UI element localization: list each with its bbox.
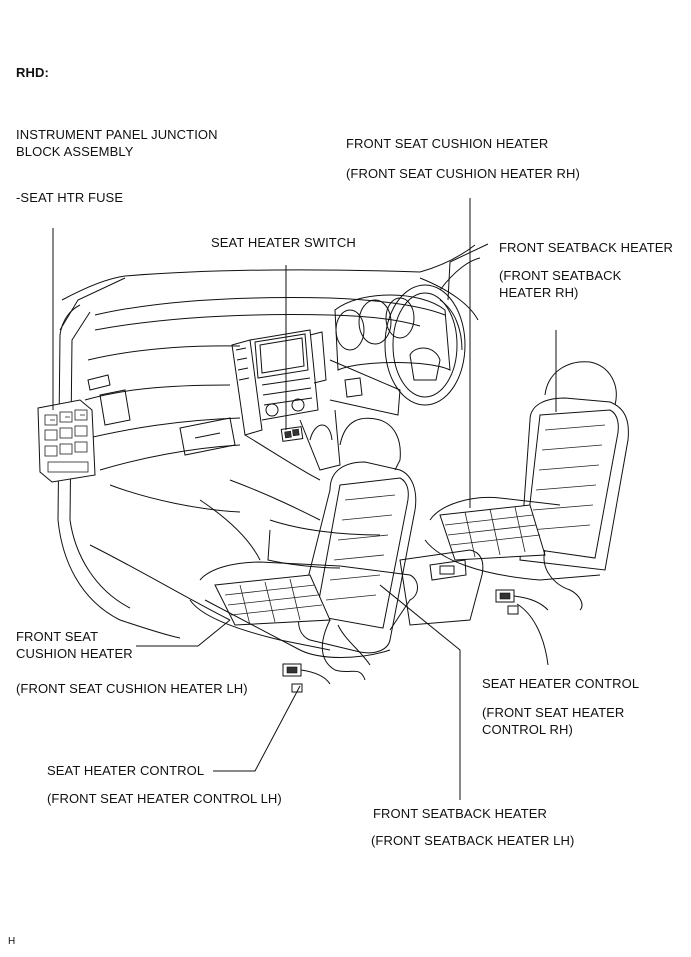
control-lh-sub: (FRONT SEAT HEATER CONTROL LH) (47, 791, 282, 806)
leader-lines (52, 198, 557, 800)
seatback-heater-lh-title: FRONT SEATBACK HEATER (373, 806, 548, 821)
cushion-heater-rh-sub: (FRONT SEAT CUSHION HEATER RH) (346, 166, 580, 181)
footer-code: H (8, 936, 16, 947)
ipjb-label-line2: BLOCK ASSEMBLY (16, 144, 134, 159)
seatback-heater-rh-sub1: (FRONT SEATBACK (499, 268, 622, 283)
seatback-heater-rh-title: FRONT SEATBACK HEATER (499, 240, 674, 255)
steering-wheel-cluster (329, 284, 466, 416)
control-rh-sub2: CONTROL RH) (482, 722, 573, 737)
rear-console (267, 519, 484, 626)
seatback-heater-rh-sub2: HEATER RH) (499, 285, 579, 300)
cushion-heater-lh-title2: CUSHION HEATER (16, 646, 133, 661)
junction-block-icon (37, 399, 96, 483)
left-seat (189, 417, 418, 693)
cabin-outline (57, 244, 481, 639)
cushion-heater-lh-sub: (FRONT SEAT CUSHION HEATER LH) (16, 681, 248, 696)
seatback-heater-lh-sub: (FRONT SEATBACK HEATER LH) (371, 833, 575, 848)
ipjb-label-line1: INSTRUMENT PANEL JUNCTION (16, 127, 218, 142)
control-lh-title: SEAT HEATER CONTROL (47, 763, 205, 778)
seat-heater-switch-label: SEAT HEATER SWITCH (211, 235, 356, 250)
control-rh-title: SEAT HEATER CONTROL (482, 676, 640, 691)
control-rh-sub1: (FRONT SEAT HEATER (482, 705, 625, 720)
cushion-heater-rh-title: FRONT SEAT CUSHION HEATER (346, 136, 549, 151)
fuse-label: -SEAT HTR FUSE (16, 190, 124, 205)
cushion-heater-lh-title1: FRONT SEAT (16, 629, 99, 644)
right-seat (424, 361, 629, 615)
variant-label: RHD: (16, 65, 49, 80)
